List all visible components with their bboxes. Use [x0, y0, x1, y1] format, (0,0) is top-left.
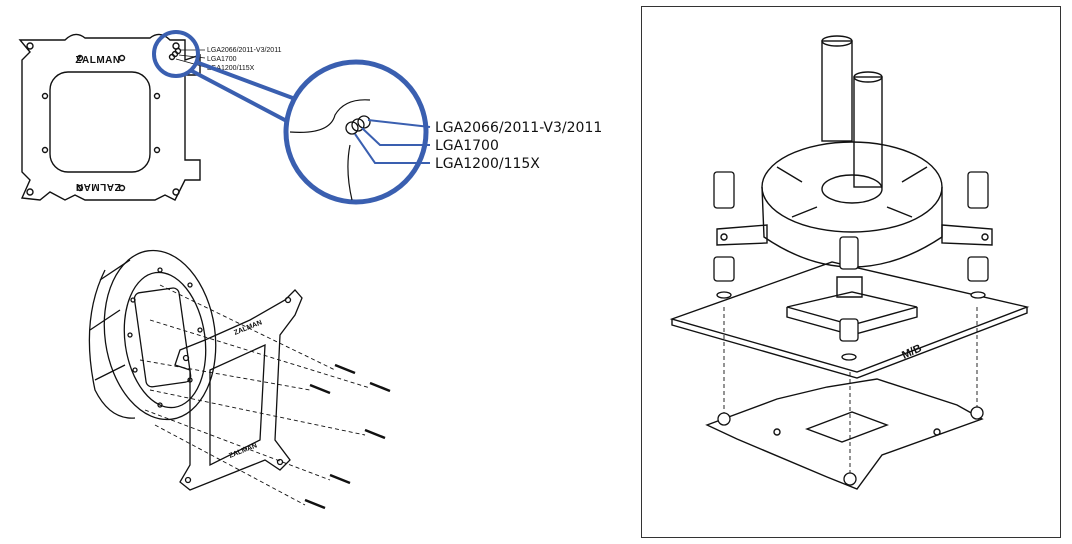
exploded-pump-bracket: ZALMAN ZALMAN — [40, 240, 440, 530]
bracket-brand-top: ZALMAN — [233, 319, 263, 337]
backplate — [705, 378, 984, 490]
label-lga2066: LGA2066/2011-V3/2011 — [435, 120, 602, 136]
motherboard-label: M/B — [900, 342, 923, 361]
brand-text-bottom: ZALMAN — [75, 181, 120, 192]
brand-text-top: ZALMAN — [75, 55, 120, 66]
small-label-lga2066: LGA2066/2011-V3/2011 — [207, 47, 282, 54]
bracket-socket-diagram: ZALMAN ZALMAN LGA2066/2011-V3/2011 LGA17… — [0, 0, 620, 230]
bracket-top-view: ZALMAN ZALMAN LGA2066/2011-V3/2011 LGA17… — [18, 30, 602, 205]
callout-magnifier — [283, 59, 429, 205]
small-label-lga1200: LGA1200/115X — [207, 65, 255, 72]
label-lga1700: LGA1700 — [435, 138, 499, 154]
pump-head — [88, 249, 217, 421]
bracket-brand-bottom: ZALMAN — [228, 442, 258, 460]
mounting-view: M/B — [669, 35, 1030, 490]
standoff-icon — [713, 171, 989, 486]
callout-label-leaders — [354, 119, 431, 164]
alignment-lines — [723, 307, 978, 477]
callout-connector — [189, 60, 301, 130]
callout-small-circle — [152, 30, 200, 78]
label-lga1200: LGA1200/115X — [435, 156, 540, 172]
bracket-arms — [716, 224, 993, 298]
exploded-view: ZALMAN ZALMAN — [88, 249, 391, 510]
cooler-tubes — [821, 35, 883, 188]
screw-paths — [139, 284, 371, 506]
screw-icon — [304, 363, 391, 510]
mounting-bracket — [18, 33, 201, 201]
bracket-plate — [174, 289, 303, 491]
small-label-lga1700: LGA1700 — [207, 56, 237, 63]
motherboard-plate — [669, 261, 1030, 379]
motherboard-mounting-diagram: M/B — [641, 6, 1061, 538]
